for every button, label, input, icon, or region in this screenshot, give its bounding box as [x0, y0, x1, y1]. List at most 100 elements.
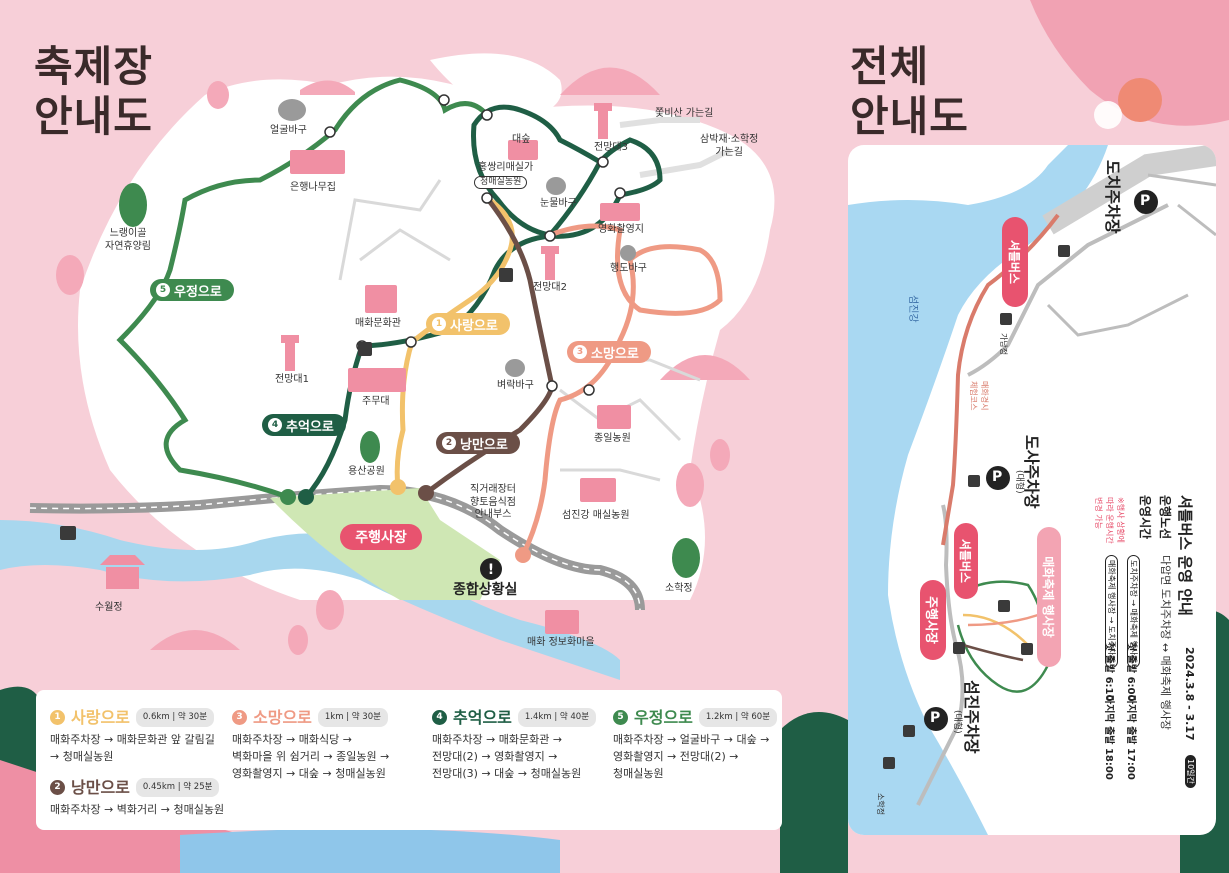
legend-route-1-dist: 0.6km | 약 30분 [135, 708, 215, 727]
place-hongssangri: 홍쌍리매실가 [478, 162, 534, 173]
shuttle-period: 2024.3.8 - 3.17 [1183, 647, 1196, 741]
place-neuraengi: 느랭이골 자연휴양림 [105, 228, 151, 252]
place-eunhaeng: 은행나무집 [290, 182, 336, 193]
place-jeonmangdae2: 전망대2 [533, 282, 567, 293]
shuttle-title: 셔틀버스 운영 안내 [1176, 495, 1194, 616]
main-parking-tag: 주행사장 [340, 524, 422, 550]
place-eolgulbawi: 얼굴바구 [270, 125, 307, 136]
overview-panel: P P P 도치주차장 도사주차장 (대형) 섬진주차장 (대형) 섬진강 가남… [848, 145, 1216, 835]
place-jjokbisan: 쫓비산 가는길 [655, 108, 714, 119]
legend-route-4-desc: 매화주차장 → 매화문화관 → 전망대(2) → 영화촬영지 → 전망대(3) … [432, 733, 582, 780]
place-sambakjae: 삼박재·소학정 가는길 [700, 134, 759, 158]
route-pill-1-label: 사랑으로 [450, 318, 498, 334]
river-label: 섬진강 [907, 295, 918, 323]
place-seomjingang-farm: 섬진강 매실농원 [562, 510, 630, 521]
overview-title-line2: 안내도 [850, 92, 969, 141]
shuttle-dir1-first: 첫 출발 6:00 [1125, 642, 1136, 702]
place-market: 직거래장터 향토음식점 안내부스 [470, 484, 516, 520]
map-title-line2: 안내도 [34, 92, 153, 141]
overview-title-line1: 전체 [850, 42, 930, 91]
shuttle-dir2-first: 첫 출발 6:10 [1103, 642, 1114, 702]
route-pill-2-num: 2 [442, 436, 456, 450]
place-yongsan: 용산공원 [348, 466, 385, 477]
sohak-label: 소학정 [876, 793, 885, 816]
legend-route-3-desc: 매화주차장 → 매화식당 → 벽화마을 위 쉼거리 → 종일농원 → 영화촬영지… [232, 733, 390, 780]
shuttle-dir1-last: 마지막 출발 17:00 [1125, 695, 1136, 780]
route-pill-2-label: 낭만으로 [460, 437, 508, 453]
legend-route-1-num: 1 [50, 710, 65, 725]
route-pill-1-num: 1 [432, 317, 446, 331]
legend-route-5-num: 5 [613, 710, 628, 725]
legend-route-2: 2 낭만으로 0.45km | 약 25분 매화주차장 → 벽화거리 → 청매실농원 [50, 778, 240, 818]
place-haengdo: 행도바구 [610, 263, 647, 274]
legend-route-2-num: 2 [50, 780, 65, 795]
seomjin-parking-sub: (대형) [952, 710, 962, 734]
route-pill-2[interactable]: 2 낭만으로 [436, 432, 520, 454]
shuttle-route-label: 운행노선 [1158, 495, 1172, 540]
route-pill-4-num: 4 [268, 418, 282, 432]
legend-route-3-num: 3 [232, 710, 247, 725]
legend-route-4: 4 추억으로 1.4km | 약 40분 매화주차장 → 매화문화관 → 전망대(2… [432, 708, 612, 782]
place-sohakjeong: 소학정 [665, 583, 693, 594]
dosa-parking-icon: P [992, 469, 1003, 485]
pedestrian-course-label: 매화경시 체험코스 [969, 381, 989, 411]
doji-parking-label: 도치주차장 [1103, 160, 1122, 234]
legend-route-4-name: 추억으로 [453, 708, 512, 727]
place-suwoljeong: 수월정 [95, 602, 123, 613]
place-byeorakbawi: 벼락바구 [497, 380, 534, 391]
route-pill-4[interactable]: 4 추억으로 [262, 414, 346, 436]
main-event-tag: 주행사장 [920, 580, 946, 660]
route-pill-5[interactable]: 5 우정으로 [150, 279, 234, 301]
ganam-label: 가남정 [999, 333, 1008, 356]
route-legend: 1 사랑으로 0.6km | 약 30분 매화주차장 → 매화문화관 앞 갈림길 →… [36, 690, 782, 830]
route-pill-5-label: 우정으로 [174, 284, 222, 300]
place-info-village: 매화 정보화마을 [527, 637, 595, 648]
svg-text:!: ! [488, 562, 494, 578]
doji-parking-icon: P [1140, 193, 1151, 209]
route-pill-5-num: 5 [156, 283, 170, 297]
route-pill-3-label: 소망으로 [591, 346, 639, 362]
legend-route-4-dist: 1.4km | 약 40분 [517, 708, 597, 727]
place-jumudae: 주무대 [362, 396, 390, 407]
shuttle-tag-1: 셔틀버스 [1002, 217, 1028, 307]
control-center-label: 종합상황실 [453, 582, 518, 598]
shuttle-dir2-last: 마지막 출발 18:00 [1103, 695, 1114, 780]
place-nundulbawi: 눈물바구 [540, 198, 577, 209]
festival-event-tag: 매화축제 행사장 [1037, 527, 1061, 667]
shuttle-note: ※행사 상황에 따라 운행시간 변경 가능 [1094, 497, 1125, 544]
map-title-line1: 축제장 [34, 42, 153, 91]
shuttle-route: 다압면 도치주차장 ↔ 매화축제 행사장 [1159, 555, 1172, 731]
legend-route-3-name: 소망으로 [253, 708, 312, 727]
route-pill-4-label: 추억으로 [286, 419, 334, 435]
legend-route-3: 3 소망으로 1km | 약 30분 매화주차장 → 매화식당 → 벽화마을 위 쉼… [232, 708, 422, 782]
overview-map-graphic [848, 145, 1216, 835]
place-cheongmae: 청매실농원 [474, 176, 528, 190]
place-jongil: 종일농원 [594, 433, 631, 444]
legend-route-2-desc: 매화주차장 → 벽화거리 → 청매실농원 [50, 803, 225, 816]
place-jeonmangdae1: 전망대1 [275, 374, 309, 385]
shuttle-tag-2: 셔틀버스 [954, 523, 978, 599]
legend-route-3-dist: 1km | 약 30분 [317, 708, 388, 727]
shuttle-hours-label: 운영시간 [1138, 495, 1152, 540]
legend-route-5-dist: 1.2km | 약 60분 [698, 708, 778, 727]
legend-route-5-name: 우정으로 [634, 708, 693, 727]
legend-route-1-desc: 매화주차장 → 매화문화관 앞 갈림길 → 청매실농원 [50, 733, 215, 763]
legend-route-1-name: 사랑으로 [71, 708, 130, 727]
legend-route-5-desc: 매화주차장 → 얼굴바구 → 대숲 → 영화촬영지 → 전망대(2) → 청매실… [613, 733, 770, 780]
legend-route-2-dist: 0.45km | 약 25분 [135, 778, 220, 797]
legend-route-5: 5 우정으로 1.2km | 약 60분 매화주차장 → 얼굴바구 → 대숲 → 영… [613, 708, 778, 782]
shuttle-days-badge: 10일간 [1185, 755, 1196, 788]
route-pill-1[interactable]: 1 사랑으로 [426, 313, 510, 335]
dosa-parking-sub: (대형) [1014, 470, 1024, 494]
place-yeonghwa: 영화촬영지 [598, 224, 644, 235]
route-pill-3[interactable]: 3 소망으로 [567, 341, 651, 363]
place-daesup: 대숲 [512, 134, 531, 145]
legend-route-4-num: 4 [432, 710, 447, 725]
legend-route-1: 1 사랑으로 0.6km | 약 30분 매화주차장 → 매화문화관 앞 갈림길 →… [50, 708, 240, 765]
route-pill-3-num: 3 [573, 345, 587, 359]
seomjin-parking-icon: P [930, 710, 941, 726]
legend-route-2-name: 낭만으로 [71, 778, 130, 797]
place-jeonmangdae3: 전망대3 [594, 142, 628, 153]
place-maehwa-hall: 매화문화관 [355, 318, 401, 329]
